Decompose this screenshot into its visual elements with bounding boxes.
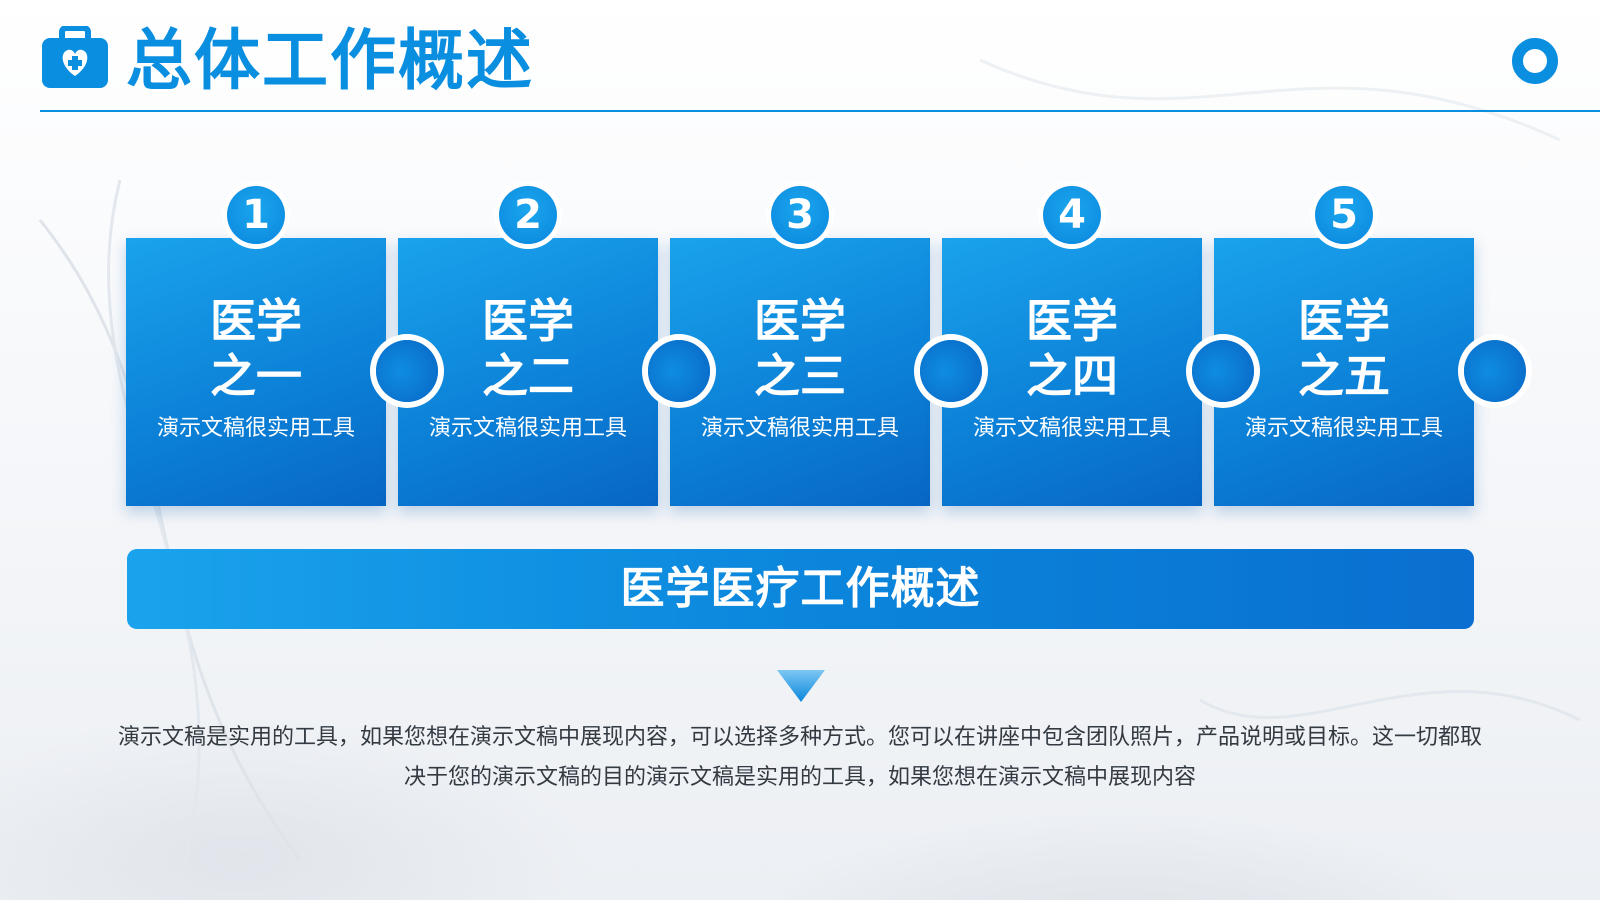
page-title: 总体工作概述 (126, 22, 534, 99)
card-title-line-1: 医学 (1026, 294, 1118, 348)
card-title-line-1: 医学 (210, 294, 302, 348)
card-title: 医学 之五 (1214, 294, 1474, 404)
puzzle-card-2: 2 医学 之二 演示文稿很实用工具 (398, 186, 710, 506)
card-body (942, 238, 1202, 506)
puzzle-card-5: 5 医学 之五 演示文稿很实用工具 (1214, 186, 1526, 506)
card-body (126, 238, 386, 506)
card-subtitle: 演示文稿很实用工具 (428, 416, 627, 441)
card-title-line-2: 之五 (1298, 349, 1390, 403)
card-number: 5 (1330, 192, 1358, 238)
card-title: 医学 之二 (398, 294, 658, 404)
puzzle-card-1: 1 医学 之一 演示文稿很实用工具 (126, 186, 438, 506)
card-title-line-2: 之三 (754, 349, 846, 403)
card-subtitle: 演示文稿很实用工具 (1244, 416, 1443, 441)
card-title-line-2: 之四 (1026, 349, 1118, 403)
card-title: 医学 之四 (942, 294, 1202, 404)
card-subtitle: 演示文稿很实用工具 (700, 416, 899, 441)
number-badge (227, 186, 285, 244)
puzzle-knob (920, 340, 982, 402)
ring-icon (1512, 38, 1558, 84)
card-body (670, 238, 930, 506)
card-subtitle: 演示文稿很实用工具 (972, 416, 1171, 441)
number-badge (499, 186, 557, 244)
card-title-line-2: 之二 (482, 349, 574, 403)
card-title: 医学 之一 (126, 294, 386, 404)
card-body (1214, 238, 1474, 506)
card-body (398, 238, 658, 506)
puzzle-knob (1192, 340, 1254, 402)
puzzle-card-4: 4 医学 之四 演示文稿很实用工具 (942, 186, 1254, 506)
puzzle-knob (376, 340, 438, 402)
puzzle-knob (648, 340, 710, 402)
card-title-line-2: 之一 (210, 349, 302, 403)
description-text: 演示文稿是实用的工具，如果您想在演示文稿中展现内容，可以选择多种方式。您可以在讲… (117, 725, 1482, 790)
summary-banner: 医学医疗工作概述 (127, 549, 1474, 629)
header: 总体工作概述 (0, 0, 1600, 120)
card-number: 1 (242, 192, 270, 238)
card-title: 医学 之三 (670, 294, 930, 404)
puzzle-knob (1464, 340, 1526, 402)
number-badge (771, 186, 829, 244)
card-number: 3 (786, 192, 814, 238)
card-title-line-1: 医学 (754, 294, 846, 348)
card-subtitle: 演示文稿很实用工具 (156, 416, 355, 441)
number-badge (1315, 186, 1373, 244)
number-badge (1043, 186, 1101, 244)
header-divider (40, 110, 1600, 112)
down-triangle-icon (777, 670, 825, 702)
card-number: 4 (1058, 192, 1086, 238)
puzzle-card-3: 3 医学 之三 演示文稿很实用工具 (670, 186, 982, 506)
medical-kit-icon (42, 26, 108, 88)
card-title-line-1: 医学 (1298, 294, 1390, 348)
card-number: 2 (514, 192, 542, 238)
card-title-line-1: 医学 (482, 294, 574, 348)
